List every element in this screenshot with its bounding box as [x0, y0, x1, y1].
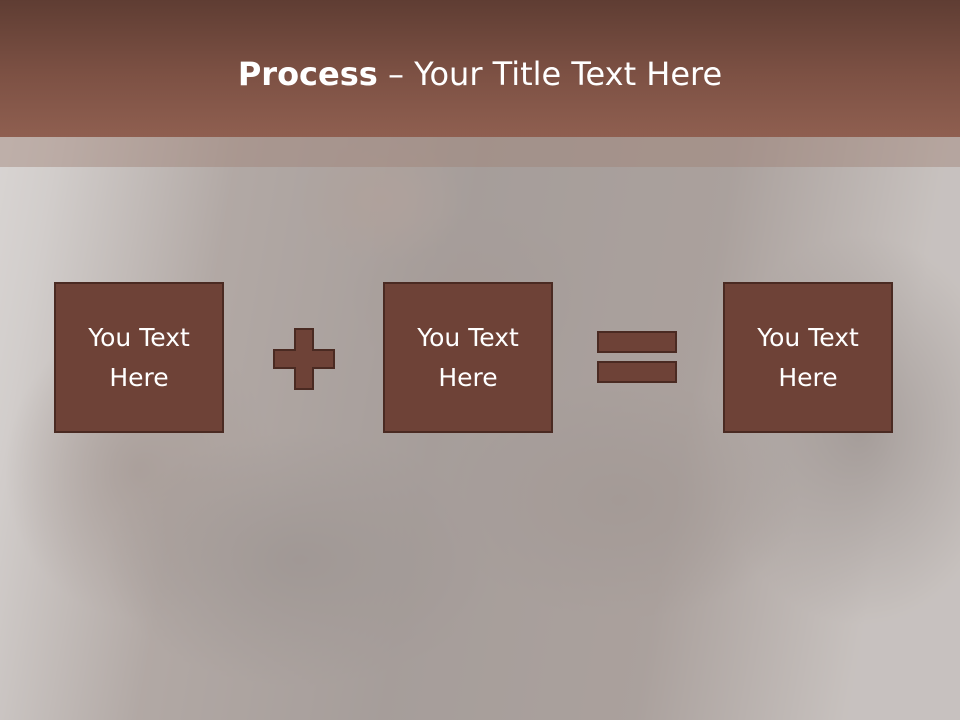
plus-icon [273, 328, 335, 390]
slide-title-rest: – Your Title Text Here [377, 55, 723, 93]
equals-icon [597, 331, 677, 383]
process-box-2: You Text Here [383, 282, 553, 433]
process-box-1-label: You Text Here [88, 322, 190, 392]
process-box-3: You Text Here [723, 282, 893, 433]
process-box-3-label: You Text Here [757, 322, 859, 392]
slide-title-bold: Process [237, 55, 378, 93]
process-box-1: You Text Here [54, 282, 224, 433]
title-bar [0, 0, 960, 137]
process-box-2-label: You Text Here [417, 322, 519, 392]
slide-title: Process – Your Title Text Here [0, 54, 960, 94]
title-bar-strip [0, 137, 960, 167]
